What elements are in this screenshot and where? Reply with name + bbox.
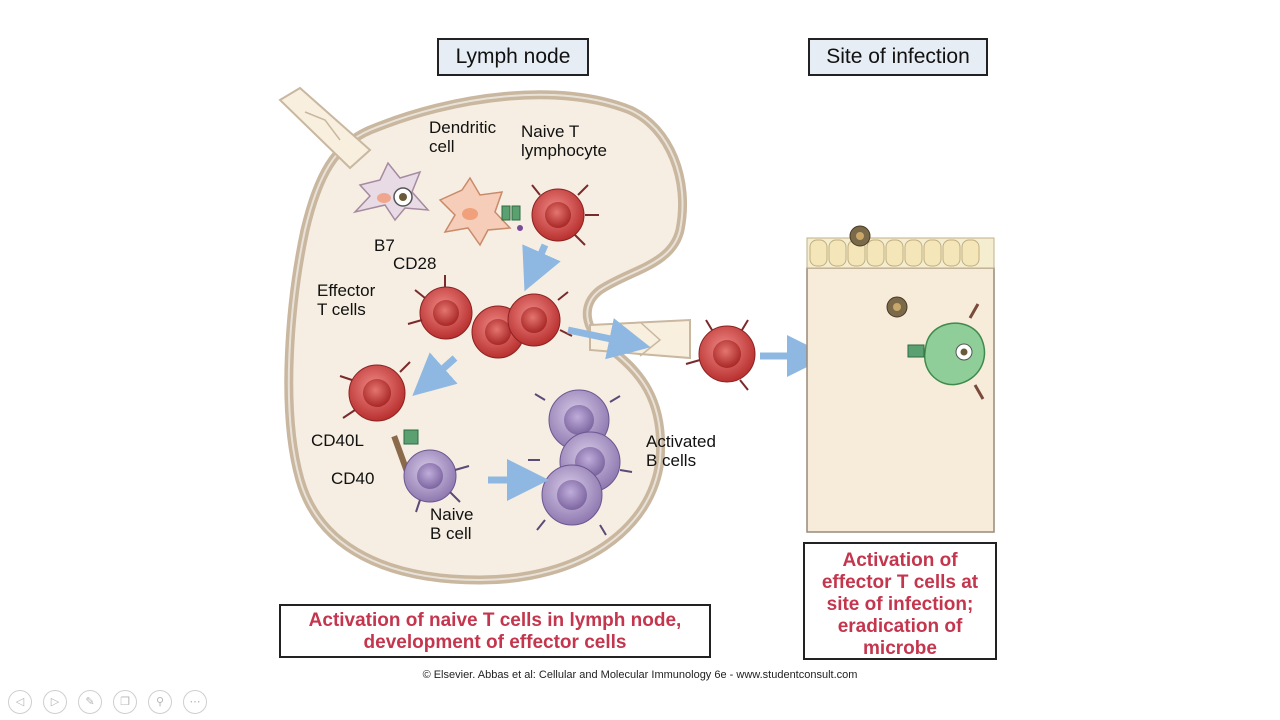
label-naive-b: Naive B cell bbox=[430, 505, 474, 543]
label-cd28: CD28 bbox=[393, 254, 437, 273]
label-naive-t: Naive T lymphocyte bbox=[521, 122, 607, 160]
arrow-2 bbox=[412, 352, 458, 396]
copyright-text: © Elsevier. Abbas et al: Cellular and Mo… bbox=[422, 669, 858, 681]
arrow-4 bbox=[567, 318, 651, 360]
prev-icon[interactable]: ◁ bbox=[8, 690, 32, 714]
tissue-panel bbox=[806, 237, 995, 533]
dendritic-cell-1 bbox=[352, 161, 430, 222]
dendritic-cell-2 bbox=[438, 176, 512, 247]
cd40-receptor bbox=[391, 429, 419, 475]
caption-lymph-node: Activation of naive T cells in lymph nod… bbox=[279, 604, 711, 658]
receptor-cluster-1 bbox=[501, 205, 523, 231]
afferent-vessel bbox=[278, 86, 372, 170]
next-icon[interactable]: ▷ bbox=[43, 690, 67, 714]
caption-site-infection: Activation of effector T cells at site o… bbox=[803, 542, 997, 660]
effector-t-cell-3 bbox=[507, 291, 573, 347]
label-effector-t: Effector T cells bbox=[317, 281, 376, 319]
macrophage bbox=[907, 303, 986, 400]
flow-arrows bbox=[412, 243, 829, 501]
migrating-t-cell bbox=[685, 319, 756, 391]
label-dendritic-cell: Dendritic cell bbox=[429, 118, 497, 156]
label-cd40: CD40 bbox=[331, 469, 375, 488]
label-activated-b: Activated B cells bbox=[646, 432, 716, 470]
naive-t-cell bbox=[531, 184, 599, 246]
naive-b-cell bbox=[403, 449, 470, 513]
microbe-1 bbox=[849, 225, 871, 247]
pen-icon[interactable]: ✎ bbox=[78, 690, 102, 714]
arrow-1 bbox=[522, 243, 561, 292]
site-of-infection-header: Site of infection bbox=[808, 38, 988, 76]
copy-icon[interactable]: ❐ bbox=[113, 690, 137, 714]
label-b7: B7 bbox=[374, 236, 395, 255]
label-cd40l: CD40L bbox=[311, 431, 364, 450]
zoom-icon[interactable]: ⚲ bbox=[148, 690, 172, 714]
effector-t-cell-4 bbox=[339, 361, 411, 422]
activated-b-cells bbox=[528, 389, 633, 536]
effector-t-cell-1 bbox=[407, 275, 473, 340]
lymph-node-header: Lymph node bbox=[437, 38, 589, 76]
more-icon[interactable]: ⋯ bbox=[183, 690, 207, 714]
microbe-2 bbox=[886, 296, 908, 318]
